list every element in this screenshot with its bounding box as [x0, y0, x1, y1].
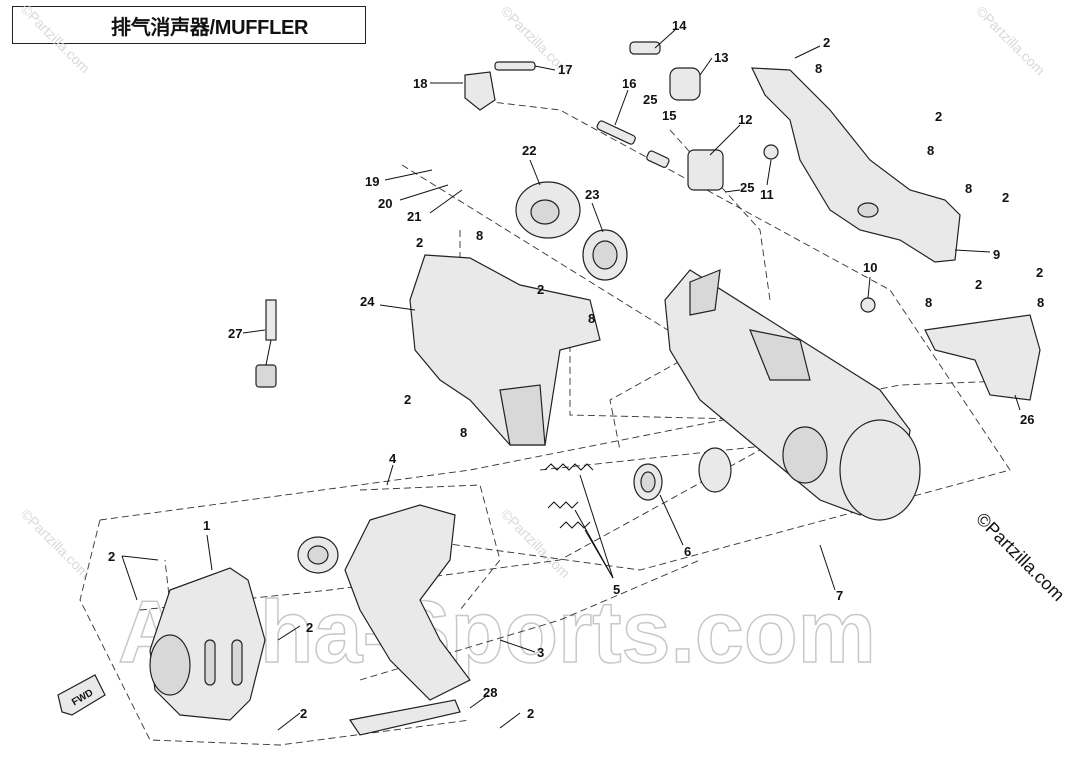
callout-8: 8 [815, 61, 822, 76]
nut-11 [763, 144, 779, 160]
heat-shield-9-hole [857, 202, 879, 218]
callout-16: 16 [622, 76, 636, 91]
muffler-inlet-ring [698, 447, 732, 493]
exhaust-header-3 [344, 504, 471, 701]
callout-2: 2 [527, 706, 534, 721]
bolt-16 [596, 120, 636, 145]
callout-24: 24 [360, 294, 375, 309]
callout-3: 3 [537, 645, 544, 660]
watermark-partzilla-4: ©Partzilla.com [18, 506, 93, 581]
callout-8: 8 [1037, 295, 1044, 310]
leader-lines [121, 29, 1021, 731]
callout-5: 5 [613, 582, 620, 597]
diagram-title: 排气消声器/MUFFLER [111, 16, 309, 39]
muffler-bracket-top [689, 269, 721, 316]
callout-22: 22 [522, 143, 536, 158]
callout-8: 8 [927, 143, 934, 158]
muffler-end-cap [839, 419, 921, 521]
callout-27: 27 [228, 326, 242, 341]
flange-22-hole [530, 199, 560, 225]
spring-5-a [544, 463, 594, 471]
callout-9: 9 [993, 247, 1000, 262]
callout-20: 20 [378, 196, 392, 211]
bolt-17 [494, 61, 536, 71]
spring-5-b [547, 501, 579, 509]
heat-shield-1-slot-b [231, 639, 243, 686]
bracket-28 [348, 699, 461, 736]
heat-shield-1-opening [149, 634, 191, 696]
fwd-arrow [57, 674, 106, 716]
callout-17: 17 [558, 62, 572, 77]
watermark-partzilla-corner: ©Partzilla.com [972, 509, 1068, 605]
header-flange-hole [307, 545, 329, 565]
gasket-6-hole [640, 471, 656, 493]
callout-8: 8 [588, 311, 595, 326]
bracket-18 [464, 71, 496, 111]
heat-shield-24-tab [499, 384, 546, 446]
callout-1: 1 [203, 518, 210, 533]
callout-8: 8 [476, 228, 483, 243]
callout-7: 7 [836, 588, 843, 603]
callout-8: 8 [965, 181, 972, 196]
watermark-partzilla-3: ©Partzilla.com [973, 3, 1048, 78]
callout-12: 12 [738, 112, 752, 127]
callout-25: 25 [740, 180, 754, 195]
callout-26: 26 [1020, 412, 1034, 427]
callout-23: 23 [585, 187, 599, 202]
bracket-12 [687, 149, 724, 191]
callout-2: 2 [1036, 265, 1043, 280]
callout-2: 2 [823, 35, 830, 50]
callout-2: 2 [108, 549, 115, 564]
sensor-27-connector [255, 364, 277, 388]
muffler-bracket-middle [749, 329, 811, 381]
collar-15 [646, 150, 670, 168]
callout-8: 8 [925, 295, 932, 310]
gasket-23-hole [592, 240, 618, 270]
callout-14: 14 [672, 18, 687, 33]
callout-15: 15 [662, 108, 676, 123]
sensor-27-body [265, 299, 277, 341]
callout-2: 2 [416, 235, 423, 250]
bolt-14 [629, 41, 661, 55]
rubber-mount-13 [669, 67, 701, 101]
callout-2: 2 [537, 282, 544, 297]
callout-2: 2 [300, 706, 307, 721]
callout-11: 11 [760, 187, 774, 202]
callout-2: 2 [935, 109, 942, 124]
callout-25: 25 [643, 92, 657, 107]
heat-shield-26 [924, 314, 1041, 401]
heat-shield-9 [751, 67, 961, 263]
callout-13: 13 [714, 50, 728, 65]
callout-21: 21 [407, 209, 421, 224]
callout-8: 8 [460, 425, 467, 440]
watermark-partzilla-5: ©Partzilla.com [498, 506, 573, 581]
callout-18: 18 [413, 76, 427, 91]
spring-5-c [559, 521, 591, 529]
callout-6: 6 [684, 544, 691, 559]
callout-2: 2 [306, 620, 313, 635]
watermark-partzilla-1: ©Partzilla.com [18, 1, 93, 76]
callout-19: 19 [365, 174, 379, 189]
callout-numbers: 14 13 2 8 18 17 16 25 15 12 2 8 22 19 20… [108, 18, 1044, 721]
callout-2: 2 [1002, 190, 1009, 205]
callout-4: 4 [389, 451, 397, 466]
callout-2: 2 [404, 392, 411, 407]
callout-10: 10 [863, 260, 877, 275]
callout-2: 2 [975, 277, 982, 292]
nut-10 [860, 297, 876, 313]
callout-28: 28 [483, 685, 497, 700]
heat-shield-1-slot-a [204, 639, 216, 686]
muffler-inlet [782, 426, 828, 484]
title-box: 排气消声器/MUFFLER [12, 6, 366, 44]
